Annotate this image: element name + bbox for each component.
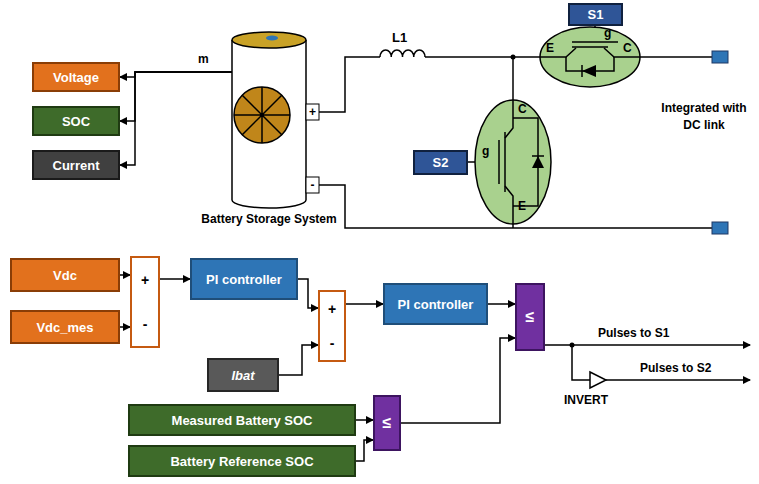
- node-text: Vdc_mes: [36, 320, 93, 335]
- input-box: Vdc_mes: [10, 310, 120, 344]
- pi-controller-box: PI controller: [383, 283, 488, 325]
- node-text: +: [141, 272, 149, 288]
- signal-box: Current: [32, 150, 120, 180]
- node-text: ≤: [526, 308, 535, 326]
- signal-label: Pulses to S1: [598, 326, 669, 340]
- node-text: S2: [433, 155, 449, 170]
- pulse-lines: [545, 345, 750, 380]
- gate-signal-box: S2: [413, 150, 468, 175]
- node-text: -: [330, 335, 335, 351]
- node-text: Vdc: [53, 268, 77, 283]
- signal-connector: [120, 72, 232, 165]
- soc-box: Measured Battery SOC: [128, 404, 356, 436]
- pin-label: +: [306, 105, 319, 119]
- dc-link-terminal: [712, 51, 728, 63]
- node-text: Current: [53, 158, 100, 173]
- node-text: ≤: [383, 414, 392, 432]
- node-text: Ibat: [231, 368, 254, 383]
- battery-symbol: [232, 32, 319, 208]
- pin-label: C: [518, 102, 527, 116]
- signal-connector: [120, 326, 130, 328]
- node-text: Battery Storage System: [201, 212, 336, 226]
- sum-block: +-: [318, 290, 346, 362]
- node-text: SOC: [62, 114, 90, 129]
- igbt-symbol: [540, 27, 640, 87]
- input-box: Vdc: [10, 258, 120, 292]
- node-text: Battery Reference SOC: [170, 454, 313, 469]
- pin-label: g: [604, 26, 611, 40]
- signal-box: Voltage: [32, 62, 120, 92]
- signal-connector: [356, 419, 373, 421]
- signal-box: SOC: [32, 106, 120, 136]
- pin-label: E: [518, 199, 526, 213]
- comparator-block: ≤: [373, 395, 401, 451]
- pin-label: C: [623, 41, 632, 55]
- pin-label: E: [546, 41, 554, 55]
- gate-signal-box: S1: [568, 3, 623, 26]
- igbt-symbol: [475, 100, 551, 224]
- signal-connector: [401, 338, 515, 423]
- signal-connector: [488, 303, 515, 305]
- comparator-block: ≤: [515, 283, 545, 351]
- pi-controller-box: PI controller: [190, 258, 298, 300]
- power-wires: [319, 26, 712, 228]
- signal-connector: [160, 278, 190, 280]
- input-box: Ibat: [207, 358, 279, 392]
- signal-label: Pulses to S2: [640, 361, 711, 375]
- sum-block: +-: [130, 256, 160, 348]
- pin-label: -: [306, 178, 319, 192]
- node-text: -: [143, 316, 148, 332]
- inverter-symbol: [590, 372, 606, 388]
- signal-connector: [120, 274, 130, 276]
- pin-label: g: [482, 144, 489, 158]
- pin-label: L1: [392, 30, 407, 45]
- signal-connector: [346, 303, 383, 305]
- signal-connector: [279, 345, 318, 375]
- battery-node: Battery Storage System: [232, 33, 306, 208]
- connection-note: Integrated with DC link: [652, 100, 756, 134]
- signal-label: INVERT: [564, 393, 608, 407]
- pin-label: m: [198, 52, 209, 66]
- node-text: PI controller: [206, 272, 282, 287]
- node-text: +: [328, 301, 336, 317]
- soc-box: Battery Reference SOC: [128, 445, 356, 477]
- signal-connector: [298, 279, 318, 308]
- dc-link-terminal: [712, 222, 728, 234]
- signal-connector: [120, 72, 232, 121]
- node-text: PI controller: [398, 297, 474, 312]
- node-text: S1: [588, 7, 604, 22]
- signal-connector: [356, 440, 373, 461]
- node-text: Voltage: [53, 70, 99, 85]
- node-text: Measured Battery SOC: [172, 413, 313, 428]
